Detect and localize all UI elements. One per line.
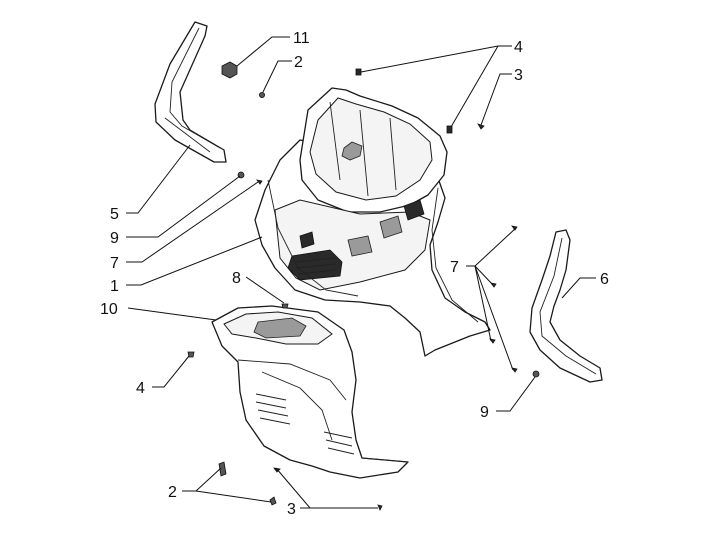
leader-lines [126, 36, 596, 509]
part-9-grommet-right [532, 370, 540, 378]
part-2-screw-bottom-a [218, 461, 227, 477]
callout-7-left: 7 [110, 255, 119, 272]
callout-3-bottom: 3 [287, 501, 296, 518]
part-2-screw-bottom-b [269, 496, 277, 506]
callout-10: 10 [100, 301, 118, 318]
callout-9-right: 9 [480, 404, 489, 421]
callout-5: 5 [110, 206, 119, 223]
part-1-front-shield [254, 87, 491, 357]
fasteners [187, 61, 540, 511]
callout-7-right: 7 [450, 259, 459, 276]
callout-labels: 11 2 4 3 5 9 7 1 8 10 7 6 4 9 2 3 [100, 30, 609, 518]
part-10-inner-leg-shield [211, 305, 409, 479]
callout-9-left: 9 [110, 230, 119, 247]
part-8-bolt [281, 303, 289, 309]
callout-2-top: 2 [294, 54, 303, 71]
callout-3-top: 3 [514, 67, 523, 84]
part-2-screw-top [258, 92, 265, 99]
part-6-right-trim [529, 229, 603, 383]
callout-1: 1 [110, 278, 119, 295]
part-4-clip-lower [187, 351, 195, 358]
part-4-clip-top [355, 68, 362, 76]
callout-8: 8 [232, 270, 241, 287]
part-7-screw-left [256, 179, 263, 185]
callout-11: 11 [293, 30, 310, 47]
part-7-screw-d [511, 367, 518, 373]
part-3-screw-bottom-b [377, 504, 383, 511]
callout-4-top: 4 [514, 39, 523, 56]
callout-6: 6 [600, 271, 609, 288]
part-11-nut [221, 61, 238, 79]
callout-4-lower: 4 [136, 380, 145, 397]
part-4-clip-middle [446, 125, 453, 134]
callout-2-bottom: 2 [168, 484, 177, 501]
part-5-left-trim [154, 21, 227, 163]
